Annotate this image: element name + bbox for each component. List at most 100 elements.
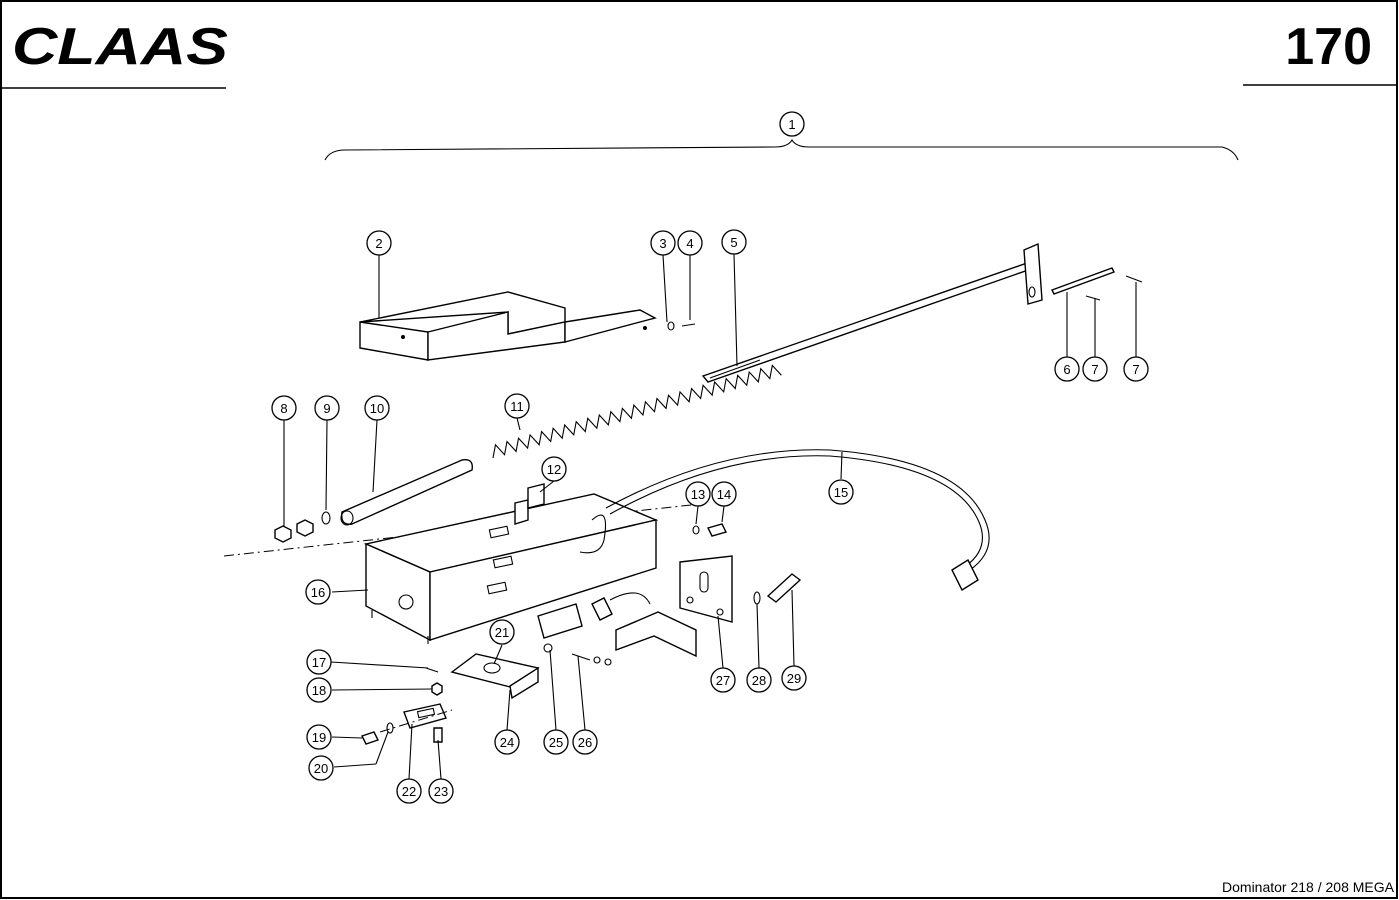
callout-29: 29 (781, 665, 807, 691)
callout-16: 16 (305, 579, 331, 605)
washer-26 (593, 656, 601, 664)
pin-26 (571, 653, 591, 661)
svg-text:10: 10 (370, 401, 384, 416)
pin-4 (681, 323, 696, 327)
svg-text:7: 7 (1132, 362, 1139, 377)
cover-plate (359, 291, 657, 361)
callout-14: 14 (711, 481, 737, 507)
switch-bracket (615, 611, 697, 658)
svg-text:15: 15 (834, 485, 848, 500)
callout-22: 22 (396, 778, 422, 804)
svg-text:20: 20 (314, 761, 328, 776)
page-number: 170 (1285, 18, 1372, 76)
callout-20: 20 (308, 755, 334, 781)
svg-text:2: 2 (375, 236, 382, 251)
footer-model: Dominator 218 / 208 MEGA (1222, 879, 1395, 895)
brand-logo: CLAAS (12, 18, 228, 76)
callout-6: 6 (1054, 356, 1080, 382)
callout-28: 28 (746, 667, 772, 693)
washer-13 (692, 525, 700, 535)
callout-17: 17 (306, 649, 332, 675)
pin-17 (425, 667, 439, 673)
callouts: 1 2 3 4 5 6 7 7 8 9 10 11 12 13 14 15 16… (271, 111, 1149, 804)
svg-text:4: 4 (686, 236, 693, 251)
callout-21: 21 (489, 619, 515, 645)
split-pin-7a (1085, 295, 1101, 301)
svg-text:7: 7 (1091, 362, 1098, 377)
housing (363, 493, 659, 644)
svg-text:27: 27 (716, 673, 730, 688)
leader-lines (283, 253, 1137, 780)
callout-7b: 7 (1123, 356, 1149, 382)
callout-23: 23 (428, 778, 454, 804)
svg-text:13: 13 (691, 487, 705, 502)
spring (492, 364, 782, 459)
callout-18: 18 (306, 677, 332, 703)
svg-text:23: 23 (434, 784, 448, 799)
svg-text:8: 8 (280, 401, 287, 416)
callout-2: 2 (366, 230, 392, 256)
callout-10: 10 (364, 395, 390, 421)
svg-text:19: 19 (312, 730, 326, 745)
fork-axis (379, 709, 453, 733)
svg-text:21: 21 (495, 625, 509, 640)
fork-slot (416, 707, 436, 719)
callout-5: 5 (721, 229, 747, 255)
svg-text:25: 25 (549, 735, 563, 750)
svg-text:5: 5 (730, 235, 737, 250)
washer-9 (321, 511, 331, 525)
svg-text:29: 29 (787, 671, 801, 686)
nut-18 (431, 682, 443, 696)
callout-26: 26 (572, 729, 598, 755)
callout-9: 9 (314, 395, 340, 421)
washer-28 (753, 591, 761, 605)
callout-7a: 7 (1082, 356, 1108, 382)
callout-25: 25 (543, 729, 569, 755)
callout-15: 15 (828, 479, 854, 505)
guide-tube (340, 459, 473, 526)
svg-text:26: 26 (578, 735, 592, 750)
svg-text:18: 18 (312, 683, 326, 698)
bolt-19 (361, 731, 379, 745)
callout-19: 19 (306, 724, 332, 750)
rod (701, 242, 1043, 383)
callout-12: 12 (541, 456, 567, 482)
callout-24: 24 (494, 729, 520, 755)
pin-6 (1051, 267, 1115, 295)
svg-text:1: 1 (788, 117, 795, 132)
callout-11: 11 (504, 393, 530, 419)
mount-plate (679, 555, 733, 623)
svg-text:14: 14 (717, 487, 731, 502)
nut-8b (296, 519, 314, 537)
svg-text:11: 11 (510, 399, 524, 414)
callout-1: 1 (779, 111, 805, 137)
callout-3: 3 (650, 230, 676, 256)
assembly-bracket (324, 138, 1239, 161)
split-pin-7b (1125, 275, 1143, 283)
svg-text:28: 28 (752, 673, 766, 688)
switch (537, 592, 651, 653)
svg-text:17: 17 (312, 655, 326, 670)
svg-text:24: 24 (500, 735, 514, 750)
svg-text:12: 12 (547, 462, 561, 477)
washer-20 (386, 722, 394, 734)
svg-text:9: 9 (323, 401, 330, 416)
nut-8a (274, 525, 292, 543)
callout-4: 4 (677, 230, 703, 256)
bolt-14 (706, 523, 728, 537)
svg-text:3: 3 (659, 236, 666, 251)
cable (579, 449, 990, 592)
base-plate (450, 653, 540, 700)
callout-27: 27 (710, 667, 736, 693)
bolt-29 (766, 573, 802, 603)
clip (527, 483, 545, 509)
washer-3 (667, 321, 675, 331)
nut-26 (604, 658, 612, 666)
svg-text:22: 22 (402, 784, 416, 799)
callout-8: 8 (271, 395, 297, 421)
screw-23 (433, 727, 443, 743)
callout-13: 13 (685, 481, 711, 507)
svg-text:6: 6 (1063, 362, 1070, 377)
